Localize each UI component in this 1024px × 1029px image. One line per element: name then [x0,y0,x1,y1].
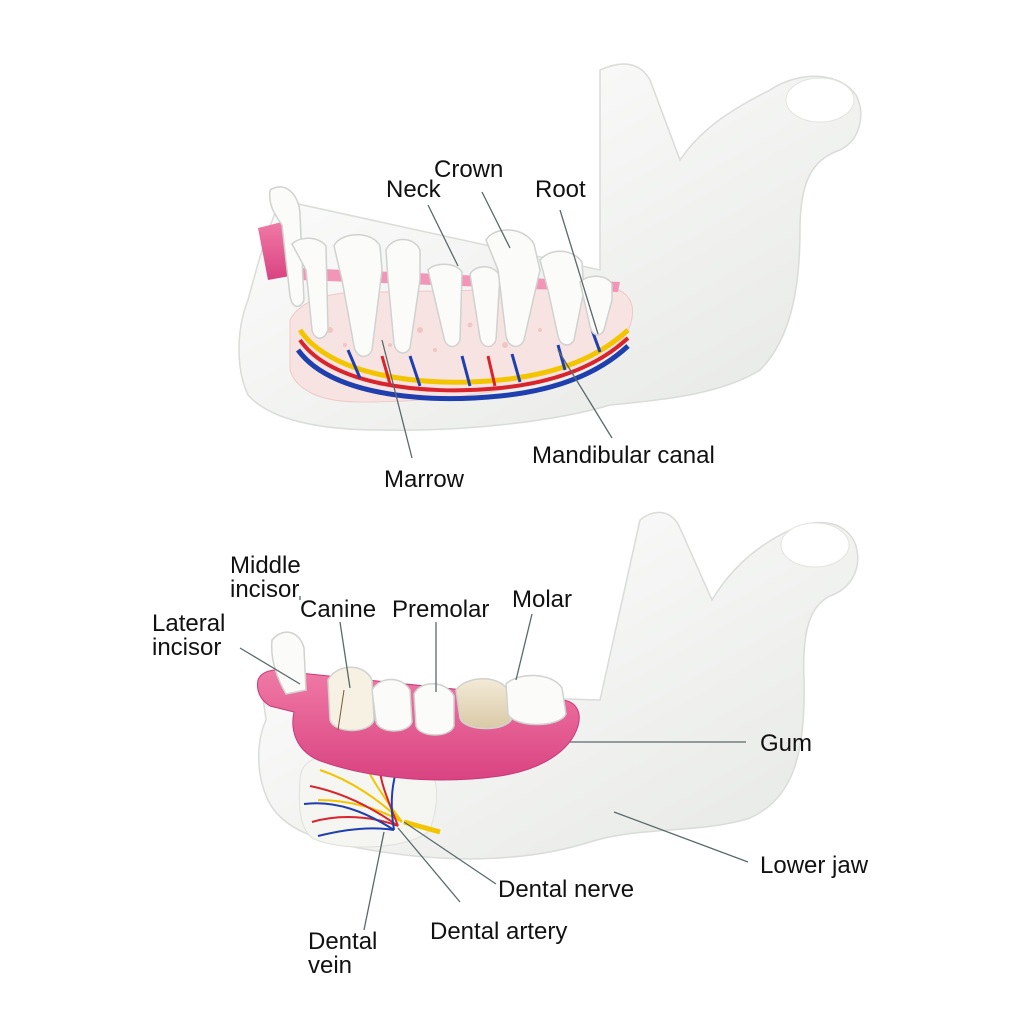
label-lateral-incisor: Lateral incisor [152,610,226,661]
top-canal-artery [298,336,630,393]
top-canal-vein [295,344,630,401]
label-dental-nerve: Dental nerve [498,876,635,903]
top-teeth [268,186,613,358]
label-premolar: Premolar [392,596,490,623]
leader-dental-artery [397,827,461,903]
leader-mandibular-canal [557,349,613,439]
label-gum: Gum [760,730,813,757]
label-mandibular-canal: Mandibular canal [532,442,715,469]
label-root: Root [535,176,586,203]
leader-dental-nerve [403,821,497,885]
leader-marrow [381,339,413,459]
leader-crown [481,191,511,249]
top-mandible-model [238,63,862,431]
top-leader-lines [381,191,613,459]
bottom-leader-lines [239,596,749,931]
leader-root [559,209,599,335]
top-canal-nerve [297,328,630,385]
leader-dental-vein [363,831,385,931]
label-marrow: Marrow [384,466,465,493]
label-lower-jaw: Lower jaw [760,852,869,879]
leader-lower-jaw [613,811,749,863]
leader-neck [427,204,459,267]
label-canine: Canine [300,596,377,623]
leader-lateral-incisor [239,647,301,685]
top-gum-strip [258,222,290,280]
leader-canine [339,621,351,689]
bottom-teeth [270,631,567,736]
label-dental-artery: Dental artery [430,918,568,945]
leader-molar [515,613,533,681]
label-molar: Molar [512,586,573,613]
bottom-mandible-model [257,511,859,860]
label-middle-incisor: Middle incisor [230,552,301,603]
label-dental-vein: Dental vein [308,928,378,979]
label-crown: Crown [434,156,504,183]
label-neck: Neck [386,176,441,203]
